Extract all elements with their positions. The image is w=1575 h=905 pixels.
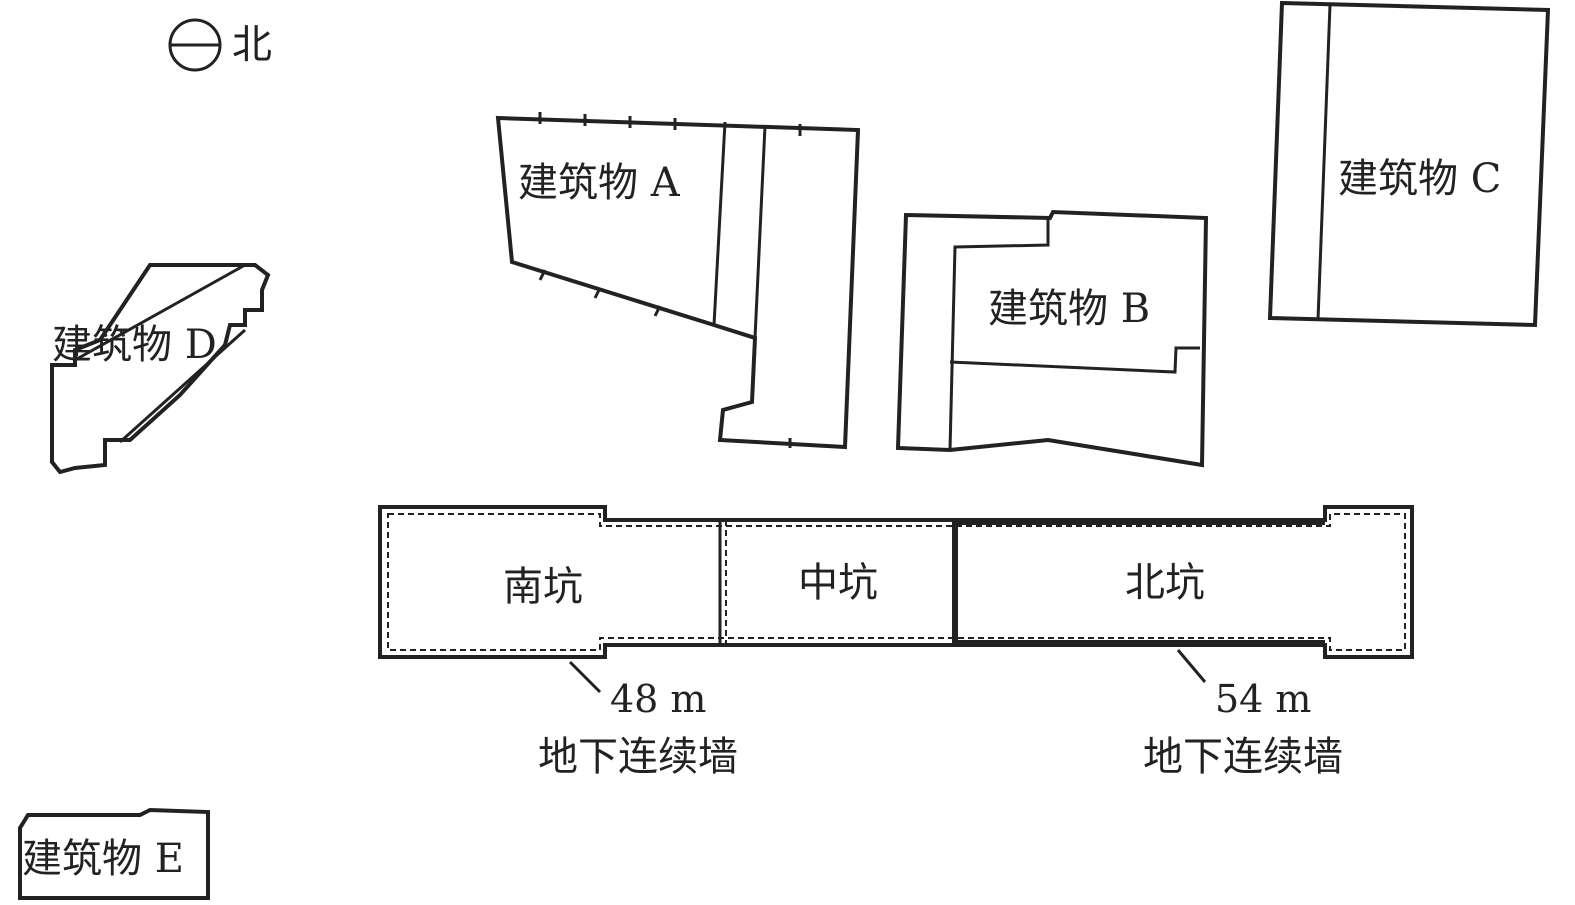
building-d: 建筑物 D [50, 263, 271, 475]
excavation-pits: 南坑 中坑 北坑 [378, 505, 1414, 659]
building-c-label: 建筑物 C [1338, 156, 1501, 202]
building-c-divider [1316, 4, 1332, 321]
building-e-outline [18, 807, 210, 900]
north-pit-label: 北坑 [1125, 560, 1205, 606]
building-a-notches [538, 112, 802, 448]
diaphragm-wall-inner-line [387, 513, 1406, 651]
building-a-label: 建筑物 A [518, 160, 681, 206]
building-d-diagonal-1 [74, 263, 246, 362]
building-d-outline [50, 263, 271, 475]
north-arrow: 北 [168, 18, 272, 72]
south-pit-label: 南坑 [503, 564, 583, 610]
building-d-label: 建筑物 D [52, 322, 217, 368]
wall-annotations: 48 m 地下连续墙 54 m 地下连续墙 [538, 649, 1343, 780]
south-wall-label: 地下连续墙 [538, 734, 738, 780]
south-wall-depth: 48 m [610, 677, 706, 721]
building-a-outline [495, 115, 861, 450]
building-a: 建筑物 A [495, 112, 861, 450]
building-c-outline [1267, 0, 1551, 328]
north-label: 北 [232, 22, 272, 68]
building-b: 建筑物 B [895, 209, 1209, 468]
building-d-diagonal-2 [118, 328, 247, 444]
north-wall-depth: 54 m [1215, 677, 1311, 721]
building-b-inner-partition [949, 346, 1200, 374]
building-e: 建筑物 E [18, 807, 210, 900]
north-wall-leader-line [1176, 649, 1207, 683]
north-wall-label: 地下连续墙 [1143, 734, 1343, 780]
south-wall-leader-line [568, 660, 602, 694]
building-a-divider-1 [712, 121, 727, 326]
building-c: 建筑物 C [1267, 0, 1551, 328]
building-e-label: 建筑物 E [22, 836, 184, 882]
building-b-outline [895, 209, 1209, 468]
building-b-label: 建筑物 B [988, 286, 1150, 332]
building-b-inner-wall [948, 218, 1050, 451]
building-a-divider-2 [753, 125, 767, 339]
middle-pit-label: 中坑 [798, 560, 878, 606]
diaphragm-wall-outline [378, 505, 1414, 659]
